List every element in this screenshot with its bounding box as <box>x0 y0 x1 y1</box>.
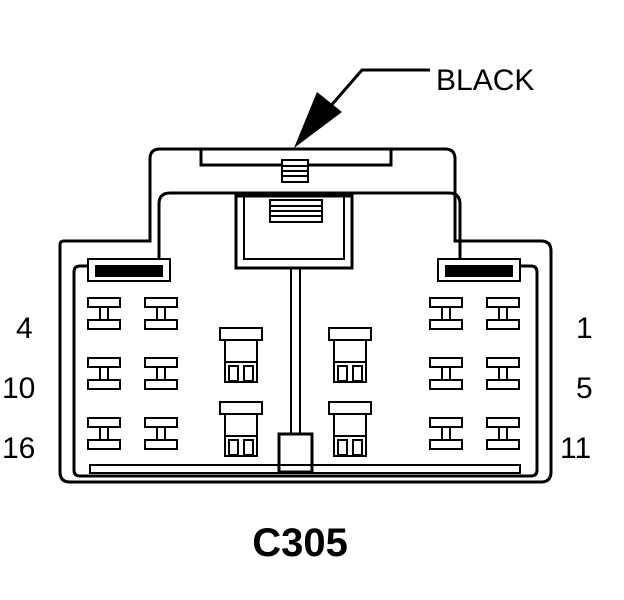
pin-label-right-top: 1 <box>576 312 593 345</box>
large-terminal-cavity <box>219 327 263 383</box>
small-terminal-cavity <box>486 357 520 390</box>
small-terminal-cavity <box>87 417 121 450</box>
small-terminal-cavity <box>429 357 463 390</box>
small-terminal-cavity <box>486 417 520 450</box>
small-terminal-cavity <box>429 297 463 330</box>
connector-lock-window <box>234 194 354 270</box>
pin-label-left-bottom: 16 <box>2 432 35 465</box>
small-terminal-cavity <box>87 297 121 330</box>
large-terminal-cavity <box>219 401 263 457</box>
connector-color-label: BLACK <box>436 64 534 97</box>
small-terminal-cavity <box>144 357 178 390</box>
alignment-slot-left <box>87 258 171 282</box>
pin-label-right-bottom: 11 <box>560 432 591 465</box>
pin-label-left-top: 4 <box>16 312 33 345</box>
connector-name: C305 <box>252 521 348 565</box>
connector-bottom-ledge <box>89 464 521 474</box>
large-terminal-cavities <box>219 327 372 457</box>
pin-label-left-middle: 10 <box>2 372 35 405</box>
small-terminal-cavity <box>87 357 121 390</box>
alignment-slot-right <box>437 258 521 282</box>
pin-label-right-middle: 5 <box>576 372 593 405</box>
small-terminal-cavities <box>87 297 520 450</box>
small-terminal-cavity <box>429 417 463 450</box>
connector-lock-stem <box>277 268 314 474</box>
connector-latch-tab <box>199 147 393 183</box>
color-leader-arrow <box>294 68 430 148</box>
connector-housing-outer <box>58 147 553 484</box>
small-terminal-cavity <box>486 297 520 330</box>
connector-housing-inner <box>72 191 539 478</box>
small-terminal-cavity <box>144 417 178 450</box>
large-terminal-cavity <box>328 327 372 383</box>
large-terminal-cavity <box>328 401 372 457</box>
small-terminal-cavity <box>144 297 178 330</box>
